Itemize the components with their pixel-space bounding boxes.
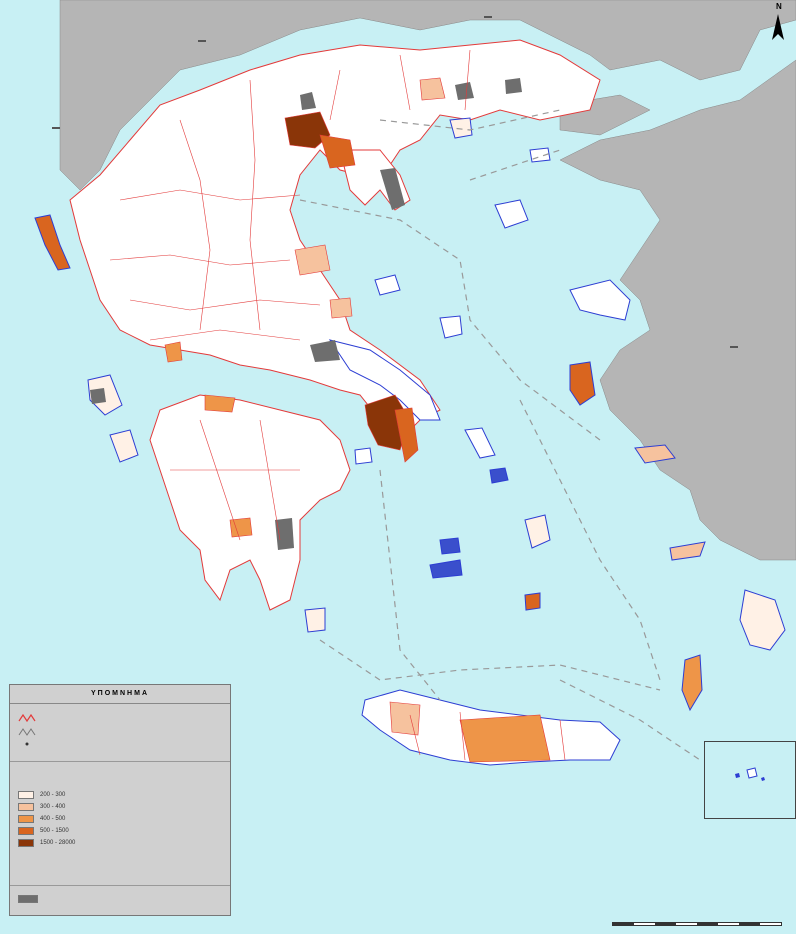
class-label: 300 - 400 (40, 804, 66, 810)
turkey-label (730, 346, 738, 348)
legend-divider (10, 761, 230, 762)
class-label: 1500 - 28000 (40, 840, 76, 846)
kos (669, 541, 706, 561)
class-label: 500 - 1500 (40, 828, 69, 834)
program-area-7 (505, 78, 522, 94)
legend-programs-row (18, 895, 44, 903)
class-swatch (18, 791, 34, 799)
grey-line-icon (18, 728, 36, 736)
legend-seat-row (18, 739, 42, 749)
thessaloniki-suburbs (319, 134, 356, 169)
program-area-4 (310, 340, 340, 362)
chios (569, 361, 596, 406)
cyclades-island-a (439, 537, 461, 555)
cyclades-island-b (489, 467, 509, 484)
albania-label (52, 127, 60, 129)
samos (634, 444, 676, 464)
legend-divider (10, 885, 230, 886)
class-swatch (18, 815, 34, 823)
skyros (439, 315, 463, 339)
maritime-boundaries (299, 109, 701, 761)
class-swatch (18, 803, 34, 811)
north-label: N (776, 2, 782, 11)
north-arrow-icon (772, 14, 784, 40)
balkans-north-land (59, 0, 796, 191)
patra-area (204, 394, 236, 413)
kythira (304, 607, 326, 633)
thasos (449, 117, 473, 139)
dot-icon (25, 742, 29, 746)
class-row-4: 500 - 1500 (18, 827, 69, 835)
attica-area (364, 394, 411, 451)
volos-area (329, 297, 353, 319)
bulgaria-label (484, 16, 492, 18)
legend-title: ΥΠΟΜΝΗΜΑ (10, 685, 230, 704)
preveza-area (164, 341, 183, 363)
class-swatch (18, 827, 34, 835)
program-area-1 (380, 168, 405, 210)
class-label: 400 - 500 (40, 816, 66, 822)
class-row-2: 300 - 400 (18, 803, 65, 811)
andros (464, 427, 496, 459)
legend-service-row (18, 727, 42, 737)
lesvos (569, 279, 631, 321)
lemnos (494, 199, 529, 229)
kalamata-area (229, 517, 253, 538)
scale-bar (612, 922, 782, 926)
inset-islands (735, 767, 765, 781)
zakynthos (109, 429, 139, 463)
turkey-land (559, 59, 796, 561)
samothraki (529, 147, 551, 163)
class-row-3: 400 - 500 (18, 815, 65, 823)
program-area-6 (90, 388, 106, 404)
class-swatch (18, 839, 34, 847)
attica-east (394, 407, 419, 463)
larisa-area (294, 244, 331, 276)
programs-swatch (18, 895, 38, 903)
milos (429, 559, 463, 579)
corfu (34, 214, 71, 271)
legend-boundary-row (18, 713, 42, 723)
red-line-icon (18, 713, 36, 723)
class-row-5: 1500 - 28000 (18, 839, 75, 847)
regional-boundaries (109, 49, 566, 761)
heraklion-area (459, 714, 551, 763)
chania-area (389, 701, 421, 736)
class-row-1: 200 - 300 (18, 791, 65, 799)
naxos (524, 514, 551, 549)
greek-mainland (69, 39, 601, 441)
kastellorizo-inset (704, 741, 796, 819)
aegina-salamina (354, 447, 373, 465)
fyrom-label (198, 40, 206, 42)
program-area-3 (455, 82, 474, 100)
skiathos-group (374, 274, 401, 296)
program-area-5 (275, 518, 294, 550)
karpathos (681, 654, 703, 712)
rhodes (739, 589, 786, 651)
legend-panel: ΥΠΟΜΝΗΜΑ 200 - 300 300 - 400 400 - 500 5… (9, 684, 231, 916)
program-area-2 (300, 92, 316, 110)
evia (328, 339, 441, 421)
kavala-area (419, 77, 446, 101)
santorini (524, 592, 541, 611)
peloponnese (149, 394, 351, 611)
class-label: 200 - 300 (40, 792, 66, 798)
